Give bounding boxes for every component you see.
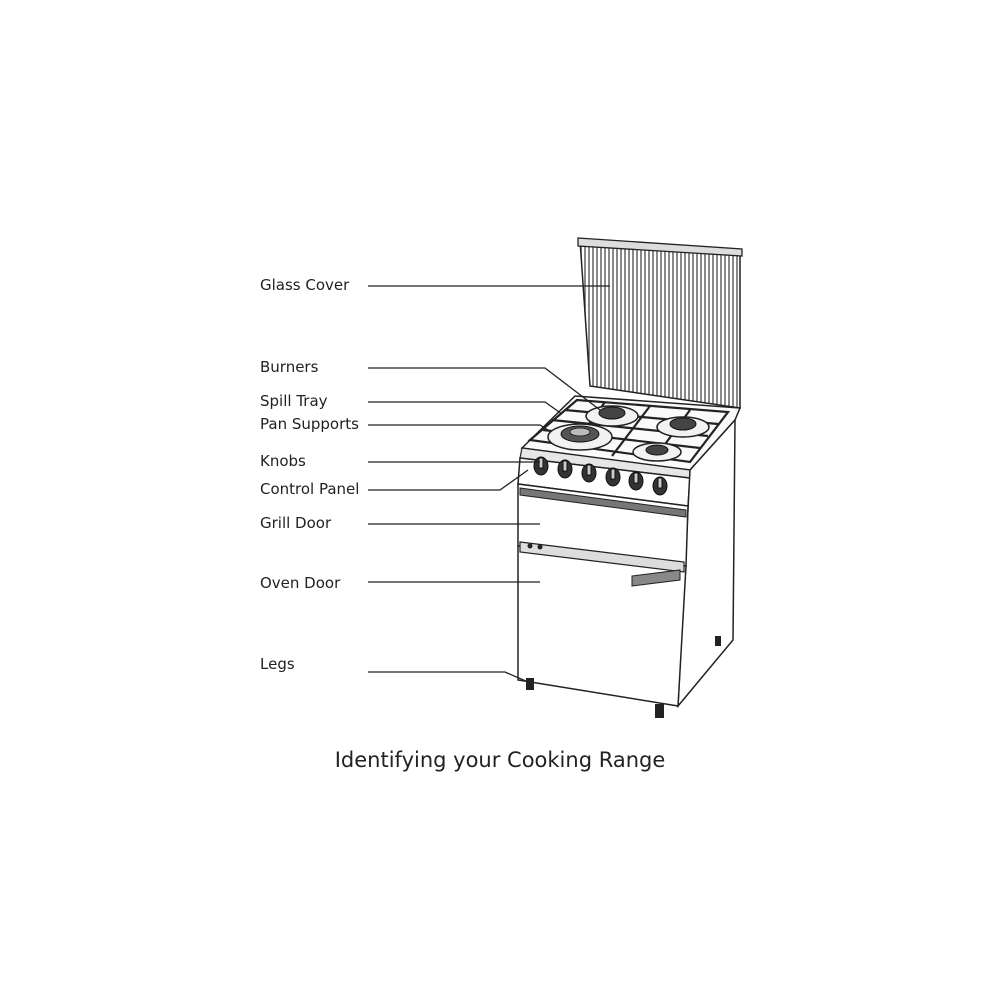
leader-burners	[368, 367, 601, 411]
knob-2	[557, 459, 573, 479]
label-legs: Legs	[260, 655, 295, 673]
burner-back-right	[656, 416, 710, 438]
glass-cover	[577, 237, 743, 409]
label-spill-tray: Spill Tray	[260, 392, 328, 410]
leader-control-panel	[368, 469, 529, 491]
legs	[526, 636, 721, 718]
burner-front-left	[547, 423, 613, 451]
knob-6	[652, 476, 668, 496]
knob-5	[628, 471, 644, 491]
diagram-caption: Identifying your Cooking Range	[334, 748, 666, 772]
grill-door	[517, 483, 689, 567]
leader-pan-supports	[368, 424, 549, 431]
leader-spill-tray	[368, 401, 563, 415]
knob-3	[581, 463, 597, 483]
oven-door	[517, 541, 687, 707]
burner-front-right	[632, 442, 682, 462]
knob-1	[533, 456, 549, 476]
label-grill-door: Grill Door	[260, 514, 332, 532]
knob-4	[605, 467, 621, 487]
leader-legs	[368, 671, 529, 683]
label-glass-cover: Glass Cover	[260, 276, 350, 294]
label-control-panel: Control Panel	[260, 480, 360, 498]
label-oven-door: Oven Door	[260, 574, 341, 592]
burner-back-left	[585, 405, 639, 427]
label-burners: Burners	[260, 358, 319, 376]
knobs	[533, 456, 668, 496]
label-knobs: Knobs	[260, 452, 306, 470]
label-pan-supports: Pan Supports	[260, 415, 359, 433]
leader-lines	[368, 285, 610, 683]
